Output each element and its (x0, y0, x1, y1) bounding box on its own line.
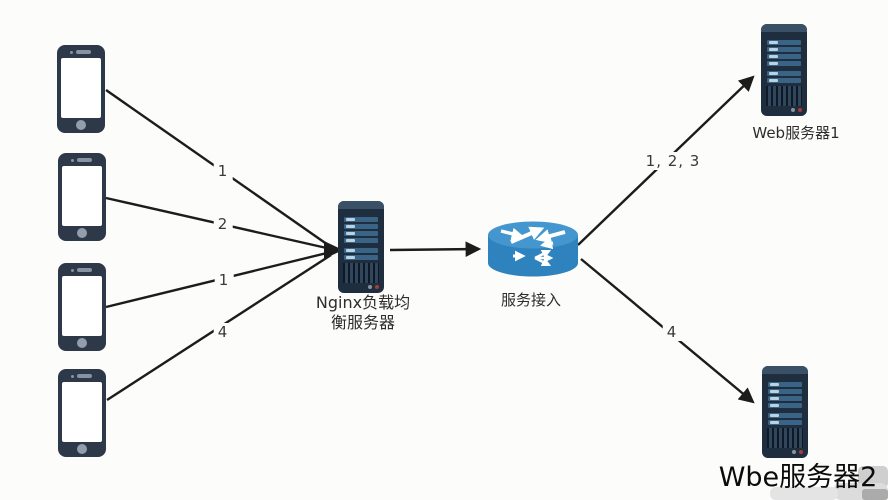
power-led-icon (792, 450, 796, 454)
watermark-shape (770, 487, 838, 500)
drive-bay (344, 238, 378, 243)
phone-speaker-icon (77, 374, 92, 378)
bay-led (770, 383, 779, 386)
edge-label-router-to-web1: 1, 2, 3 (638, 152, 708, 170)
status-led-icon (375, 285, 379, 289)
phone-speaker-icon (77, 158, 92, 162)
bay-led (769, 55, 778, 58)
server-vents (766, 86, 802, 106)
drive-bay (768, 420, 802, 425)
server-top-cap (761, 24, 807, 32)
watermark-shape (858, 466, 888, 488)
web-server-1-label: Web服务器1 (752, 124, 840, 142)
power-led-icon (791, 108, 795, 112)
client-phone-4 (58, 369, 106, 457)
bay-led (346, 249, 355, 252)
bay-led (770, 397, 779, 400)
edge-label-client2: 2 (213, 215, 233, 233)
bay-led (770, 414, 779, 417)
client-phone-2 (58, 153, 106, 241)
phone-speaker-icon (76, 50, 91, 54)
drive-bay (344, 217, 378, 222)
drive-bay (768, 382, 802, 387)
client-phone-3 (58, 263, 106, 351)
bay-led (346, 225, 355, 228)
client-phone-1 (57, 45, 105, 133)
phone-screen (62, 382, 102, 442)
edge-label-client4: 4 (213, 323, 233, 341)
phone-screen (62, 166, 102, 226)
phone-camera-icon (71, 269, 74, 272)
phone-camera-icon (71, 159, 74, 162)
bay-led (769, 48, 778, 51)
drive-bay (767, 71, 801, 76)
web-server-1-icon (761, 24, 807, 116)
phone-home-button-icon (77, 338, 87, 348)
phone-speaker-icon (77, 268, 92, 272)
load-balancer-label: Nginx负载均 衡服务器 (316, 293, 410, 333)
access-router-icon (488, 221, 578, 277)
phone-camera-icon (70, 51, 73, 54)
watermark-shape (862, 489, 888, 500)
bay-led (769, 72, 778, 75)
bay-led (770, 421, 779, 424)
access-router-label: 服务接入 (500, 291, 562, 309)
bay-led (769, 41, 778, 44)
edge-label-client3: 1 (214, 271, 234, 289)
bay-led (769, 79, 778, 82)
phone-camera-icon (71, 375, 74, 378)
load-balancer-label-line1: Nginx负载均 (315, 293, 411, 312)
bay-led (346, 218, 355, 221)
drive-bay (767, 78, 801, 83)
web-server-2-icon (762, 366, 808, 458)
load-balancer-server-icon (338, 201, 384, 293)
drive-bay (767, 54, 801, 59)
status-led-icon (799, 450, 803, 454)
connector-lb-to-router (389, 241, 482, 257)
edge-label-client1: 1 (213, 162, 233, 180)
drive-bay (344, 255, 378, 260)
phone-home-button-icon (76, 120, 86, 130)
drive-bay (767, 47, 801, 52)
power-led-icon (368, 285, 372, 289)
phone-screen (61, 58, 101, 118)
edge-label-router-to-web2: 4 (662, 323, 682, 341)
bay-led (770, 390, 779, 393)
drive-bay (768, 403, 802, 408)
bay-led (346, 239, 355, 242)
drive-bay (344, 224, 378, 229)
bay-led (770, 404, 779, 407)
bay-led (346, 232, 355, 235)
drive-bay (344, 248, 378, 253)
server-vents (343, 263, 379, 283)
bay-led (769, 62, 778, 65)
server-top-cap (338, 201, 384, 209)
drive-bay (767, 40, 801, 45)
load-balancer-label-line2: 衡服务器 (330, 313, 395, 332)
drive-bay (767, 61, 801, 66)
status-led-icon (798, 108, 802, 112)
drive-bay (768, 413, 802, 418)
phone-home-button-icon (77, 228, 87, 238)
web-server-2-label: Wbe服务器2 (718, 462, 878, 493)
arrowhead-into-load-balancer (324, 241, 343, 259)
drive-bay (344, 231, 378, 236)
server-top-cap (762, 366, 808, 374)
phone-screen (62, 276, 102, 336)
bay-led (346, 256, 355, 259)
phone-home-button-icon (77, 444, 87, 454)
drive-bay (768, 389, 802, 394)
drive-bay (768, 396, 802, 401)
server-vents (767, 428, 803, 448)
